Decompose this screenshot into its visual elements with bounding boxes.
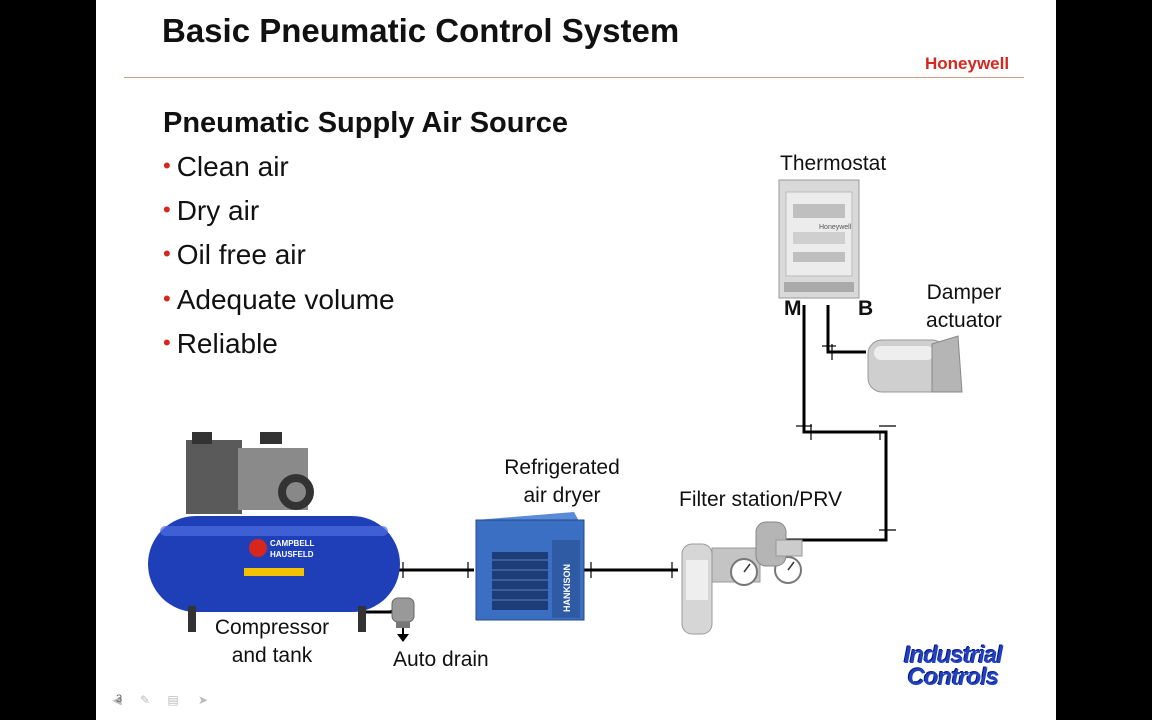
- bullet-text: Reliable: [176, 328, 278, 359]
- bullet-item: •Clean air: [163, 151, 289, 183]
- industrial-controls-logo: Industrial Controls: [904, 642, 1003, 691]
- dryer-label-line: air dryer: [523, 484, 601, 507]
- port-m-label: M: [784, 297, 802, 320]
- thermostat-label: Thermostat: [780, 152, 887, 175]
- pen-icon[interactable]: ✎: [139, 693, 151, 707]
- bullet-text: Clean air: [176, 151, 289, 182]
- menu-icon[interactable]: ▤: [167, 693, 179, 707]
- port-b-label: B: [858, 297, 874, 320]
- filter-station-image: [681, 521, 803, 635]
- honeywell-logo: Honeywell: [925, 54, 1010, 73]
- damper-actuator-image: [867, 335, 963, 393]
- bullet-item: •Reliable: [163, 328, 278, 360]
- compressor-label: Compressor and tank: [202, 614, 342, 670]
- filter-station-label: Filter station/PRV: [679, 488, 843, 511]
- slide-title: Basic Pneumatic Control System: [162, 12, 680, 49]
- thermostat-brand-text: Honeywell: [819, 224, 852, 231]
- air-dryer-image: [475, 512, 585, 621]
- previous-slide-icon[interactable]: ◀: [112, 693, 122, 707]
- slide-number: 3: [115, 693, 123, 705]
- bullet-item: •Adequate volume: [163, 284, 395, 316]
- bullet-dot-icon: •: [163, 241, 171, 266]
- pipe-joint-ticks: [402, 344, 896, 578]
- slide: Basic Pneumatic Control System Honeywell…: [96, 0, 1056, 720]
- bullet-text: Dry air: [176, 195, 260, 226]
- section-heading: Pneumatic Supply Air Source: [163, 107, 569, 139]
- air-dryer-label: Refrigerated air dryer: [492, 454, 632, 510]
- damper-label-line: Damper: [926, 281, 1002, 304]
- title-divider: [124, 77, 1024, 78]
- bullet-dot-icon: •: [163, 286, 171, 311]
- bullet-text: Oil free air: [176, 239, 306, 270]
- bullet-text: Adequate volume: [176, 284, 395, 315]
- thermostat-image: [778, 179, 860, 299]
- dryer-label-line: Refrigerated: [504, 456, 620, 479]
- bullet-dot-icon: •: [163, 153, 171, 178]
- dryer-brand-text: HANKISON: [562, 564, 572, 612]
- bullet-dot-icon: •: [163, 197, 171, 222]
- compressor-tank-image: [148, 432, 400, 632]
- pneumatic-diagram: Honeywell CAMPBELL HAUSFELD: [148, 179, 963, 642]
- compressor-label-line: Compressor: [214, 616, 330, 639]
- next-slide-icon[interactable]: ➤: [197, 693, 209, 707]
- auto-drain-image: [391, 597, 415, 642]
- logo-line: Industrial: [904, 642, 1003, 669]
- compressor-label-line: and tank: [231, 644, 313, 667]
- bullet-item: •Dry air: [163, 195, 259, 227]
- damper-actuator-label: Damper actuator: [914, 279, 1014, 335]
- bullet-dot-icon: •: [163, 330, 171, 355]
- logo-line: Controls: [907, 664, 1000, 691]
- compressor-brand-text: CAMPBELL: [270, 539, 315, 548]
- damper-label-line: actuator: [926, 309, 1002, 332]
- compressor-brand-text: HAUSFELD: [270, 550, 314, 559]
- auto-drain-label: Auto drain: [393, 648, 489, 671]
- bullet-item: •Oil free air: [163, 239, 306, 271]
